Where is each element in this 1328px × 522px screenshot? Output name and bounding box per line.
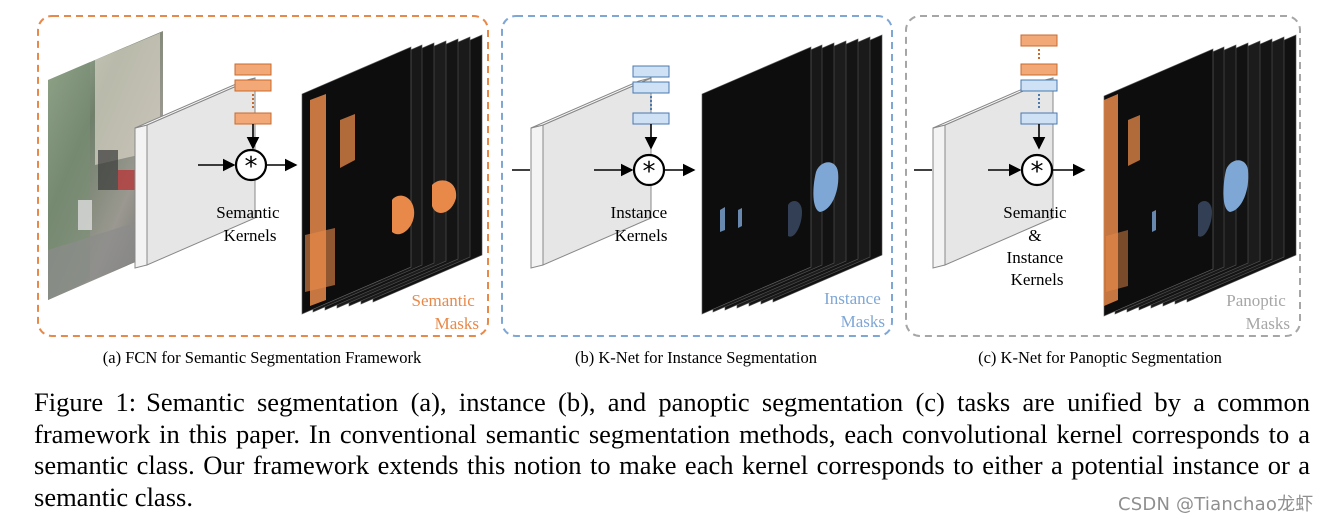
panel-b-border <box>501 15 893 337</box>
k-net-diagram: * Semantic Kernels Semantic Masks (a) FC <box>37 15 1301 367</box>
instance-mask-stack <box>701 34 883 315</box>
input-image <box>48 31 163 300</box>
instance-kernels <box>632 65 670 150</box>
semantic-mask-stack <box>301 34 483 315</box>
convolution-operator: * <box>198 148 298 182</box>
panel-c-border <box>905 15 1301 337</box>
conv-symbol: * <box>643 157 656 187</box>
subcaption: (b) K-Net for Instance Segmentation <box>575 348 817 367</box>
convolution-operator: * <box>988 153 1086 187</box>
watermark: CSDN @Tianchao龙虾 <box>1118 494 1314 515</box>
kernel-label: Semantic Kernels <box>216 203 284 245</box>
mask-label: Semantic Masks <box>411 291 479 333</box>
kernel-label: Semantic & Instance Kernels <box>1003 203 1071 289</box>
feature-map <box>134 77 256 269</box>
convolution-operator: * <box>594 153 696 187</box>
feature-map <box>530 77 652 269</box>
mask-label: Panoptic Masks <box>1226 291 1290 333</box>
panel-c: * Semantic & Instance Kernels Pano <box>905 15 1301 367</box>
subcaption: (c) K-Net for Panoptic Segmentation <box>978 348 1222 367</box>
panoptic-mask-stack <box>1103 34 1297 317</box>
semantic-instance-kernels <box>1020 34 1058 150</box>
panel-b: * Instance Kernels Instance Masks (b) K-… <box>501 15 893 367</box>
panel-a-border <box>37 15 489 337</box>
kernel-label: Instance Kernels <box>611 203 672 245</box>
mask-label: Instance Masks <box>824 289 885 331</box>
figure-caption-text: Semantic segmentation (a), instance (b),… <box>34 387 1310 512</box>
conv-symbol: * <box>245 152 258 182</box>
subcaption: (a) FCN for Semantic Segmentation Framew… <box>103 348 422 367</box>
semantic-kernels <box>234 63 272 150</box>
figure-label: Figure 1: <box>34 387 137 417</box>
panel-a: * Semantic Kernels Semantic Masks (a) FC <box>37 15 489 367</box>
conv-symbol: * <box>1031 157 1044 187</box>
figure-caption: Figure 1:Semantic segmentation (a), inst… <box>34 387 1310 513</box>
